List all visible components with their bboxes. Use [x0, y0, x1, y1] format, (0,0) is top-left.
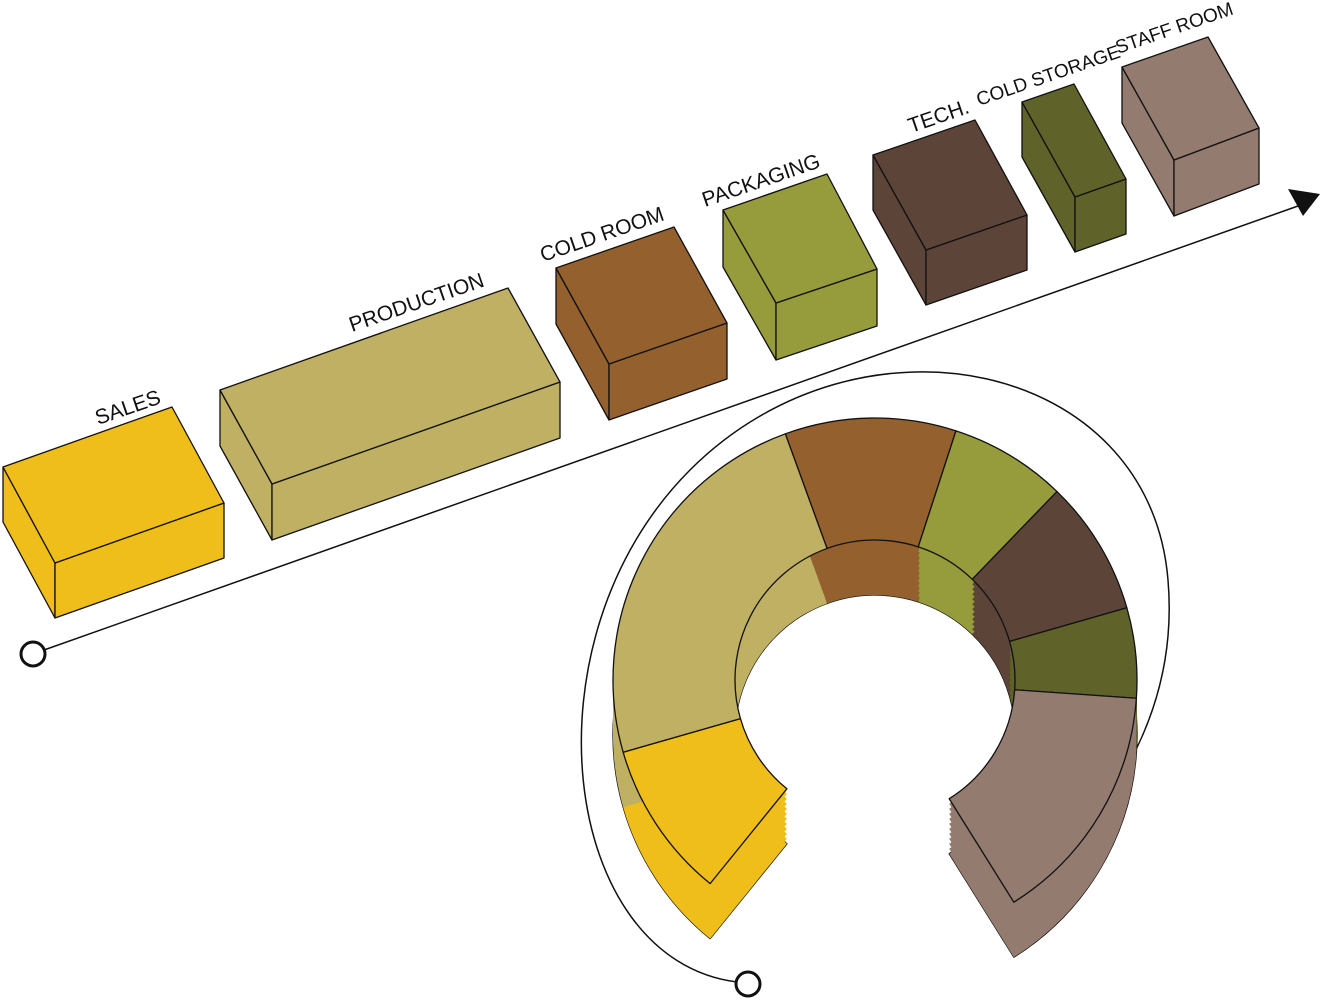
box-sales: [2, 406, 225, 619]
end-circle-icon: [734, 970, 762, 998]
ring-hole: [735, 595, 1015, 875]
box-top: [1121, 36, 1260, 161]
ring-diagram: [612, 417, 1138, 958]
box-staff-room: [1121, 36, 1260, 217]
ring-segment-production: [612, 433, 828, 753]
linear-sequence-arrow: [19, 189, 1320, 668]
box-top: [219, 287, 561, 485]
box-top: [1021, 83, 1127, 198]
box-top: [2, 406, 225, 564]
box-cold-storage: [1021, 83, 1127, 253]
box-tech: [872, 119, 1028, 306]
box-top: [555, 226, 728, 365]
start-circle-icon: [19, 640, 47, 668]
box-production: [219, 287, 561, 541]
box-packaging: [722, 173, 878, 361]
box-cold-room: [555, 226, 728, 421]
arrowhead-icon: [1288, 189, 1320, 216]
box-top: [872, 119, 1028, 251]
ring-segment-staff-room: [948, 689, 1138, 903]
box-top: [722, 173, 878, 304]
linear-boxes: [2, 36, 1260, 619]
